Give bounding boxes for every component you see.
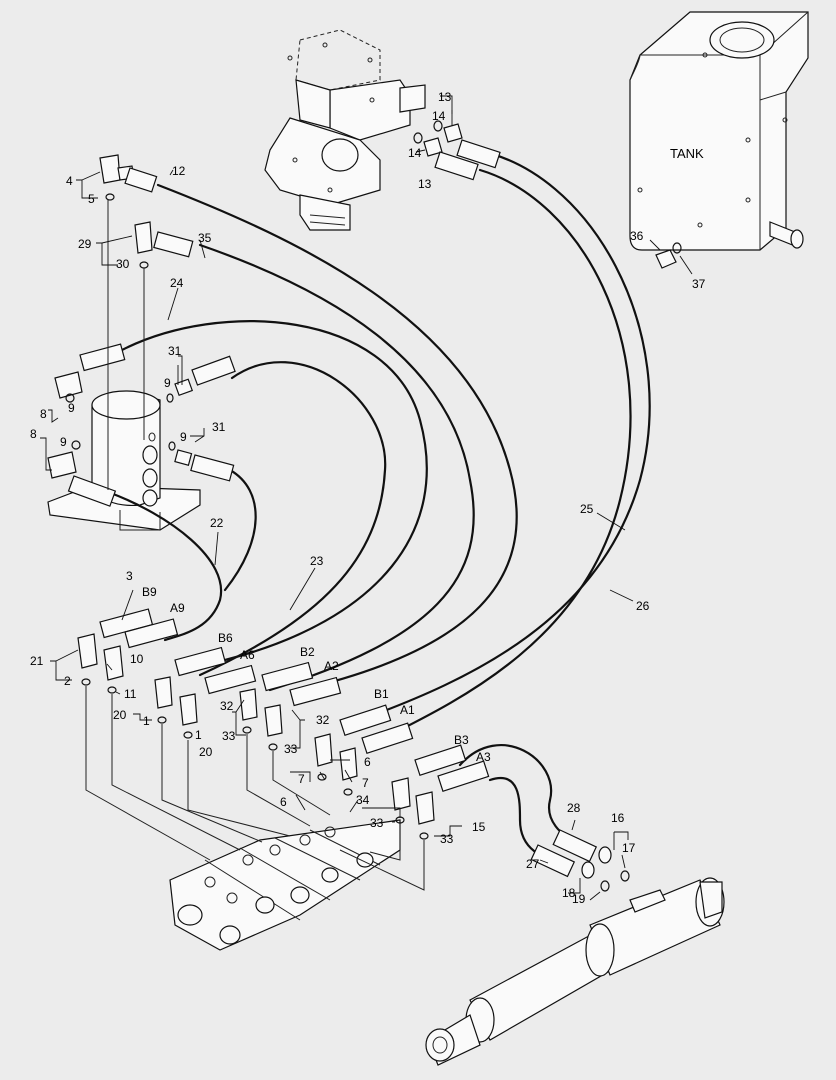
callout-31-top: 31 — [168, 344, 182, 358]
callout-27: 27 — [526, 857, 540, 871]
port-label-b6: B6 — [218, 631, 233, 645]
callout-9-right: 9 — [180, 430, 187, 444]
port-labels: B9 A9 B6 A6 B2 A2 B1 A1 B3 A3 — [142, 585, 491, 764]
callout-37: 37 — [692, 277, 706, 291]
callout-19: 19 — [572, 892, 586, 906]
callout-1-left: 1 — [143, 714, 150, 728]
hydraulic-cylinder — [425, 870, 725, 1066]
leader-lines — [40, 95, 693, 901]
callout-3: 3 — [126, 569, 133, 583]
callout-9-left-bottom: 9 — [60, 435, 67, 449]
callout-35: 35 — [198, 231, 212, 245]
callout-8-bottom: 8 — [30, 427, 37, 441]
callout-20-right: 20 — [199, 745, 213, 759]
callout-6-left: 6 — [280, 795, 287, 809]
swing-motor — [264, 29, 426, 231]
callout-28: 28 — [567, 801, 581, 815]
callout-4: 4 — [66, 174, 73, 188]
callout-5: 5 — [88, 192, 95, 206]
callout-2: 2 — [64, 674, 71, 688]
callout-20-left: 20 — [113, 708, 127, 722]
callout-36: 36 — [630, 229, 644, 243]
port-label-a1: A1 — [400, 703, 415, 717]
port-label-a3: A3 — [476, 750, 491, 764]
callout-25: 25 — [580, 502, 594, 516]
callout-34: 34 — [356, 793, 370, 807]
valve-feed-lines — [85, 200, 425, 891]
callout-17: 17 — [622, 841, 636, 855]
port-label-a9: A9 — [170, 601, 185, 615]
port-label-b2: B2 — [300, 645, 315, 659]
callout-29: 29 — [78, 237, 92, 251]
callout-13-bottom: 13 — [418, 177, 432, 191]
port-label-b3: B3 — [454, 733, 469, 747]
callout-7-right: 7 — [362, 776, 369, 790]
callout-6-right: 6 — [364, 755, 371, 769]
callout-10: 10 — [130, 652, 144, 666]
callout-18: 18 — [562, 886, 576, 900]
callout-33-left: 33 — [222, 729, 236, 743]
callout-9-top: 9 — [164, 376, 171, 390]
callout-33-right: 33 — [370, 816, 384, 830]
callout-21: 21 — [30, 654, 44, 668]
callout-12: 12 — [172, 164, 186, 178]
callout-11: 11 — [124, 687, 137, 701]
callout-32-right: 32 — [316, 713, 330, 727]
port-label-b1: B1 — [374, 687, 389, 701]
callout-14-top: 14 — [432, 109, 446, 123]
hydraulic-tank — [629, 11, 809, 269]
callout-15: 15 — [472, 820, 486, 834]
callout-9-left-top: 9 — [68, 401, 75, 415]
callout-33-mid: 33 — [284, 742, 298, 756]
callout-8-top: 8 — [40, 407, 47, 421]
callout-22: 22 — [210, 516, 224, 530]
port-label-a6: A6 — [240, 648, 255, 662]
callout-32-left: 32 — [220, 699, 234, 713]
callout-24: 24 — [170, 276, 184, 290]
callout-16: 16 — [611, 811, 625, 825]
port-label-a2: A2 — [324, 659, 339, 673]
callout-1-right: 1 — [195, 728, 202, 742]
callout-14-bottom: 14 — [408, 146, 422, 160]
motor-fittings — [413, 120, 463, 157]
tank-label: TANK — [670, 146, 704, 161]
callout-7-left: 7 — [298, 772, 305, 786]
callout-33-far: 33 — [440, 832, 454, 846]
port-label-b9: B9 — [142, 585, 157, 599]
callout-26: 26 — [636, 599, 650, 613]
callout-30: 30 — [116, 257, 130, 271]
control-valve — [169, 819, 401, 951]
callout-31-bottom: 31 — [212, 420, 226, 434]
hose-end-fittings — [47, 139, 612, 879]
callout-13-top: 13 — [438, 90, 452, 104]
callout-23: 23 — [310, 554, 324, 568]
callout-numbers: 4 5 12 29 30 35 24 13 14 14 13 31 9 8 9 … — [30, 90, 706, 906]
